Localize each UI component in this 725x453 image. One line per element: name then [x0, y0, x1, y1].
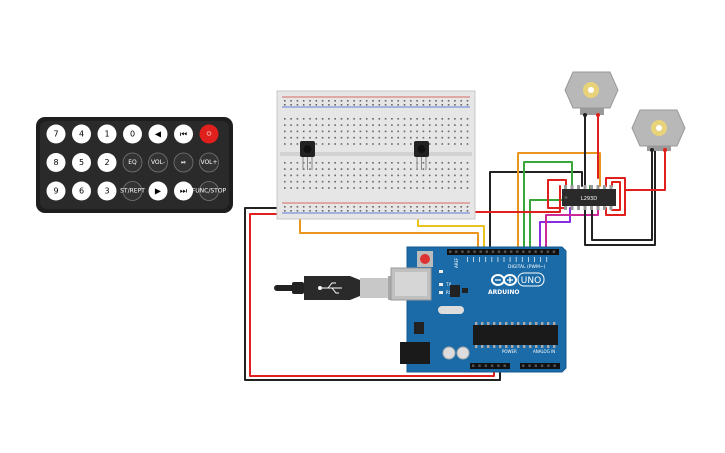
wire-magenta-chip[interactable]	[545, 207, 599, 254]
arduino-logo-text: ARDUINO	[488, 289, 519, 296]
arduino-logo-icon	[491, 274, 517, 286]
model-label: UNO	[521, 276, 541, 286]
remote-button-label: 9	[53, 187, 58, 196]
remote-button-3[interactable]: 3	[97, 181, 117, 201]
ir-remote[interactable]: 7 4 1 0 ◀ ⏮ ⏻ 8 5 2 EQ VOL- ⏯ VOL+ 9 6 3 ST/REPT ▶ ⏭ FUNC/ST…	[36, 117, 233, 213]
chip-label: L293D	[581, 196, 597, 202]
usb-icon	[318, 282, 342, 294]
wire-red-rail[interactable]	[469, 185, 561, 213]
wire-red-chip-c[interactable]	[611, 181, 621, 211]
remote-button-label: ⏭	[180, 187, 187, 196]
analog-label: ANALOG IN	[533, 349, 555, 354]
remote-button-label: 4	[79, 130, 84, 139]
remote-button-label: ⏮	[180, 130, 187, 139]
remote-button-label: ▶	[155, 187, 162, 196]
wire-green-chip[interactable]	[523, 161, 573, 254]
breadboard[interactable]	[276, 90, 476, 220]
remote-button-label: 2	[104, 158, 109, 167]
remote-button-0[interactable]: 0	[123, 124, 142, 144]
remote-button-strept[interactable]: ST/REPT	[120, 181, 145, 201]
wire-gnd-left[interactable]	[244, 207, 501, 381]
remote-button-sym18[interactable]: ▶	[148, 181, 168, 201]
wire-motor2-red[interactable]	[624, 149, 666, 191]
tx-label: TX	[445, 282, 451, 287]
usb-cable[interactable]	[274, 276, 398, 300]
dc-motor-2[interactable]	[631, 109, 686, 152]
wire-motor2-black[interactable]	[591, 149, 653, 241]
remote-button-sym6[interactable]: ⏻	[199, 124, 219, 144]
remote-button-label: 5	[79, 158, 84, 167]
wire-orange-chip[interactable]	[517, 152, 601, 254]
remote-button-label: 6	[79, 187, 84, 196]
atmega-chip	[473, 325, 558, 345]
digital-header	[447, 249, 559, 255]
rx-label: RX	[446, 290, 452, 295]
remote-button-label: VOL-	[151, 159, 165, 166]
aref-label: AREF	[454, 257, 459, 268]
ir-receiver-1[interactable]	[300, 141, 315, 170]
remote-button-label: ST/REPT	[120, 188, 145, 195]
wire-red-chip-a[interactable]	[547, 179, 567, 209]
remote-button-1[interactable]: 1	[97, 124, 117, 144]
remote-button-vol[interactable]: VOL+	[199, 152, 219, 173]
remote-button-4[interactable]: 4	[72, 124, 91, 144]
l293d-driver-chip[interactable]: L293D	[562, 185, 616, 210]
power-label: POWER	[502, 349, 517, 354]
ir-receiver-2[interactable]	[414, 141, 429, 170]
remote-button-2[interactable]: 2	[97, 153, 117, 172]
remote-button-label: 8	[53, 158, 58, 167]
remote-button-label: ⏯	[181, 159, 186, 166]
remote-button-label: 7	[53, 130, 58, 139]
remote-button-label: VOL+	[200, 159, 217, 166]
remote-button-5[interactable]: 5	[72, 153, 91, 172]
remote-button-label: 3	[104, 187, 109, 196]
remote-button-funcstop[interactable]: FUNC/STOP	[192, 181, 227, 201]
remote-button-label: EQ	[128, 159, 137, 166]
remote-button-sym5[interactable]: ⏮	[174, 124, 193, 144]
power-header	[470, 363, 510, 369]
remote-button-sym12[interactable]: ⏯	[173, 152, 194, 173]
arduino-uno-board[interactable]: AREF DIGITAL (PWM~) TX RX ARDUINO UNO	[390, 246, 567, 373]
remote-button-label: 0	[130, 130, 135, 139]
wire-motor1-black[interactable]	[584, 114, 656, 246]
remote-button-label: FUNC/STOP	[192, 188, 227, 195]
analog-header	[520, 363, 560, 369]
remote-button-sym19[interactable]: ⏭	[174, 181, 193, 201]
remote-button-9[interactable]: 9	[46, 181, 66, 201]
remote-button-label: ◀	[155, 130, 162, 139]
reset-button[interactable]	[417, 251, 433, 267]
remote-button-label: 1	[104, 130, 109, 139]
remote-button-6[interactable]: 6	[72, 181, 91, 201]
breadboard-holes	[284, 100, 469, 212]
remote-button-label: ⏻	[207, 131, 212, 138]
remote-button-eq[interactable]: EQ	[122, 152, 143, 173]
remote-button-vol[interactable]: VOL-	[148, 152, 168, 173]
digital-label: DIGITAL (PWM~)	[508, 264, 546, 270]
dc-motor-1[interactable]	[564, 71, 619, 117]
remote-button-sym4[interactable]: ◀	[148, 124, 168, 144]
remote-button-8[interactable]: 8	[46, 153, 66, 172]
remote-button-7[interactable]: 7	[46, 124, 66, 144]
power-jack	[400, 342, 430, 364]
wire-red-chip-b[interactable]	[605, 177, 626, 216]
